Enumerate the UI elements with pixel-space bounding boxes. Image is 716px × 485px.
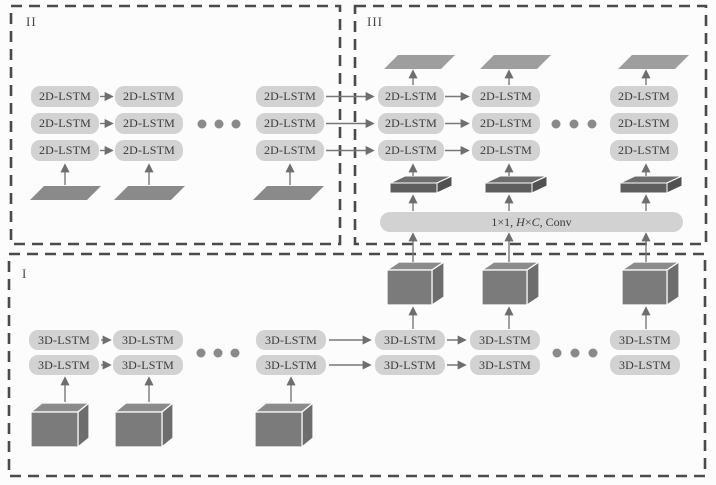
lstm-3d-block: 3D-LSTM: [610, 330, 680, 350]
lstm-3d-block: 3D-LSTM: [610, 355, 680, 375]
feature-slab: [389, 175, 453, 194]
arrow-group: [60, 69, 651, 402]
lstm-2d-block: 2D-LSTM: [256, 86, 324, 107]
conv-label-suffix: , Conv: [539, 214, 572, 229]
feature-slab-group: [389, 175, 683, 194]
conv-label-times: ×: [524, 214, 532, 229]
lstm-2d-block: 2D-LSTM: [31, 140, 99, 161]
lstm-3d-block: 3D-LSTM: [29, 355, 99, 375]
lstm-2d-block: 2D-LSTM: [115, 86, 183, 107]
region-i-label: I: [22, 266, 28, 281]
lstm-2d-block: 2D-LSTM: [472, 140, 540, 161]
output-cube: [621, 261, 680, 306]
lstm-2d-block: 2D-LSTM: [610, 140, 678, 161]
lstm-2d-block: 2D-LSTM: [472, 86, 540, 107]
lstm-3d-block: 3D-LSTM: [375, 330, 445, 350]
region-i-border: [7, 252, 707, 478]
lstm-2d-block: 2D-LSTM: [472, 113, 540, 134]
lstm-2d-block: 2D-LSTM: [378, 86, 444, 107]
input-plane: [114, 186, 185, 200]
lstm-2d-block: 2D-LSTM: [256, 113, 324, 134]
lstm-3d-block: 3D-LSTM: [375, 355, 445, 375]
input-plane: [253, 186, 324, 200]
lstm-3d-block: 3D-LSTM: [29, 330, 99, 350]
output-plane-group: [384, 55, 689, 69]
conv-block: 1×1, H×C, Conv: [380, 212, 683, 232]
lstm-3d-block: 3D-LSTM: [256, 330, 326, 350]
output-cube-group: [386, 261, 680, 306]
ellipsis-dots: [196, 119, 598, 358]
lstm-2d-block: 2D-LSTM: [31, 86, 99, 107]
lstm-3d-block: 3D-LSTM: [470, 355, 540, 375]
conv-label-c: C: [531, 214, 540, 229]
lstm-3d-block: 3D-LSTM: [113, 355, 183, 375]
input-plane: [30, 186, 101, 200]
lstm-2d-block: 2D-LSTM: [378, 140, 444, 161]
output-cube: [386, 261, 445, 306]
lstm-3d-block: 3D-LSTM: [256, 355, 326, 375]
lstm-2d-block: 2D-LSTM: [610, 113, 678, 134]
lstm-3d-block: 3D-LSTM: [113, 330, 183, 350]
lstm-2d-block: 2D-LSTM: [378, 113, 444, 134]
lstm-2d-block: 2D-LSTM: [256, 140, 324, 161]
input-cube-group: [30, 402, 314, 448]
conv-label-prefix: 1×1,: [491, 214, 517, 229]
lstm-2d-block: 2D-LSTM: [610, 86, 678, 107]
region-ii-border: [9, 4, 342, 246]
lstm-2d-block: 2D-LSTM: [31, 113, 99, 134]
output-cube: [481, 261, 540, 306]
input-plane-group: [30, 186, 324, 200]
region-iii-border: [353, 4, 708, 246]
input-cube: [114, 402, 174, 448]
input-cube: [254, 402, 314, 448]
output-plane: [384, 55, 455, 69]
lstm-2d-block: 2D-LSTM: [115, 113, 183, 134]
region-ii-label: II: [26, 14, 37, 29]
feature-slab: [484, 175, 548, 194]
conv-label-h: H: [516, 214, 525, 229]
lstm-3d-block: 3D-LSTM: [470, 330, 540, 350]
input-cube: [30, 402, 90, 448]
lstm-2d-block: 2D-LSTM: [115, 140, 183, 161]
region-iii-label: III: [367, 14, 383, 29]
output-plane: [480, 55, 551, 69]
feature-slab: [619, 175, 683, 194]
output-plane: [618, 55, 689, 69]
